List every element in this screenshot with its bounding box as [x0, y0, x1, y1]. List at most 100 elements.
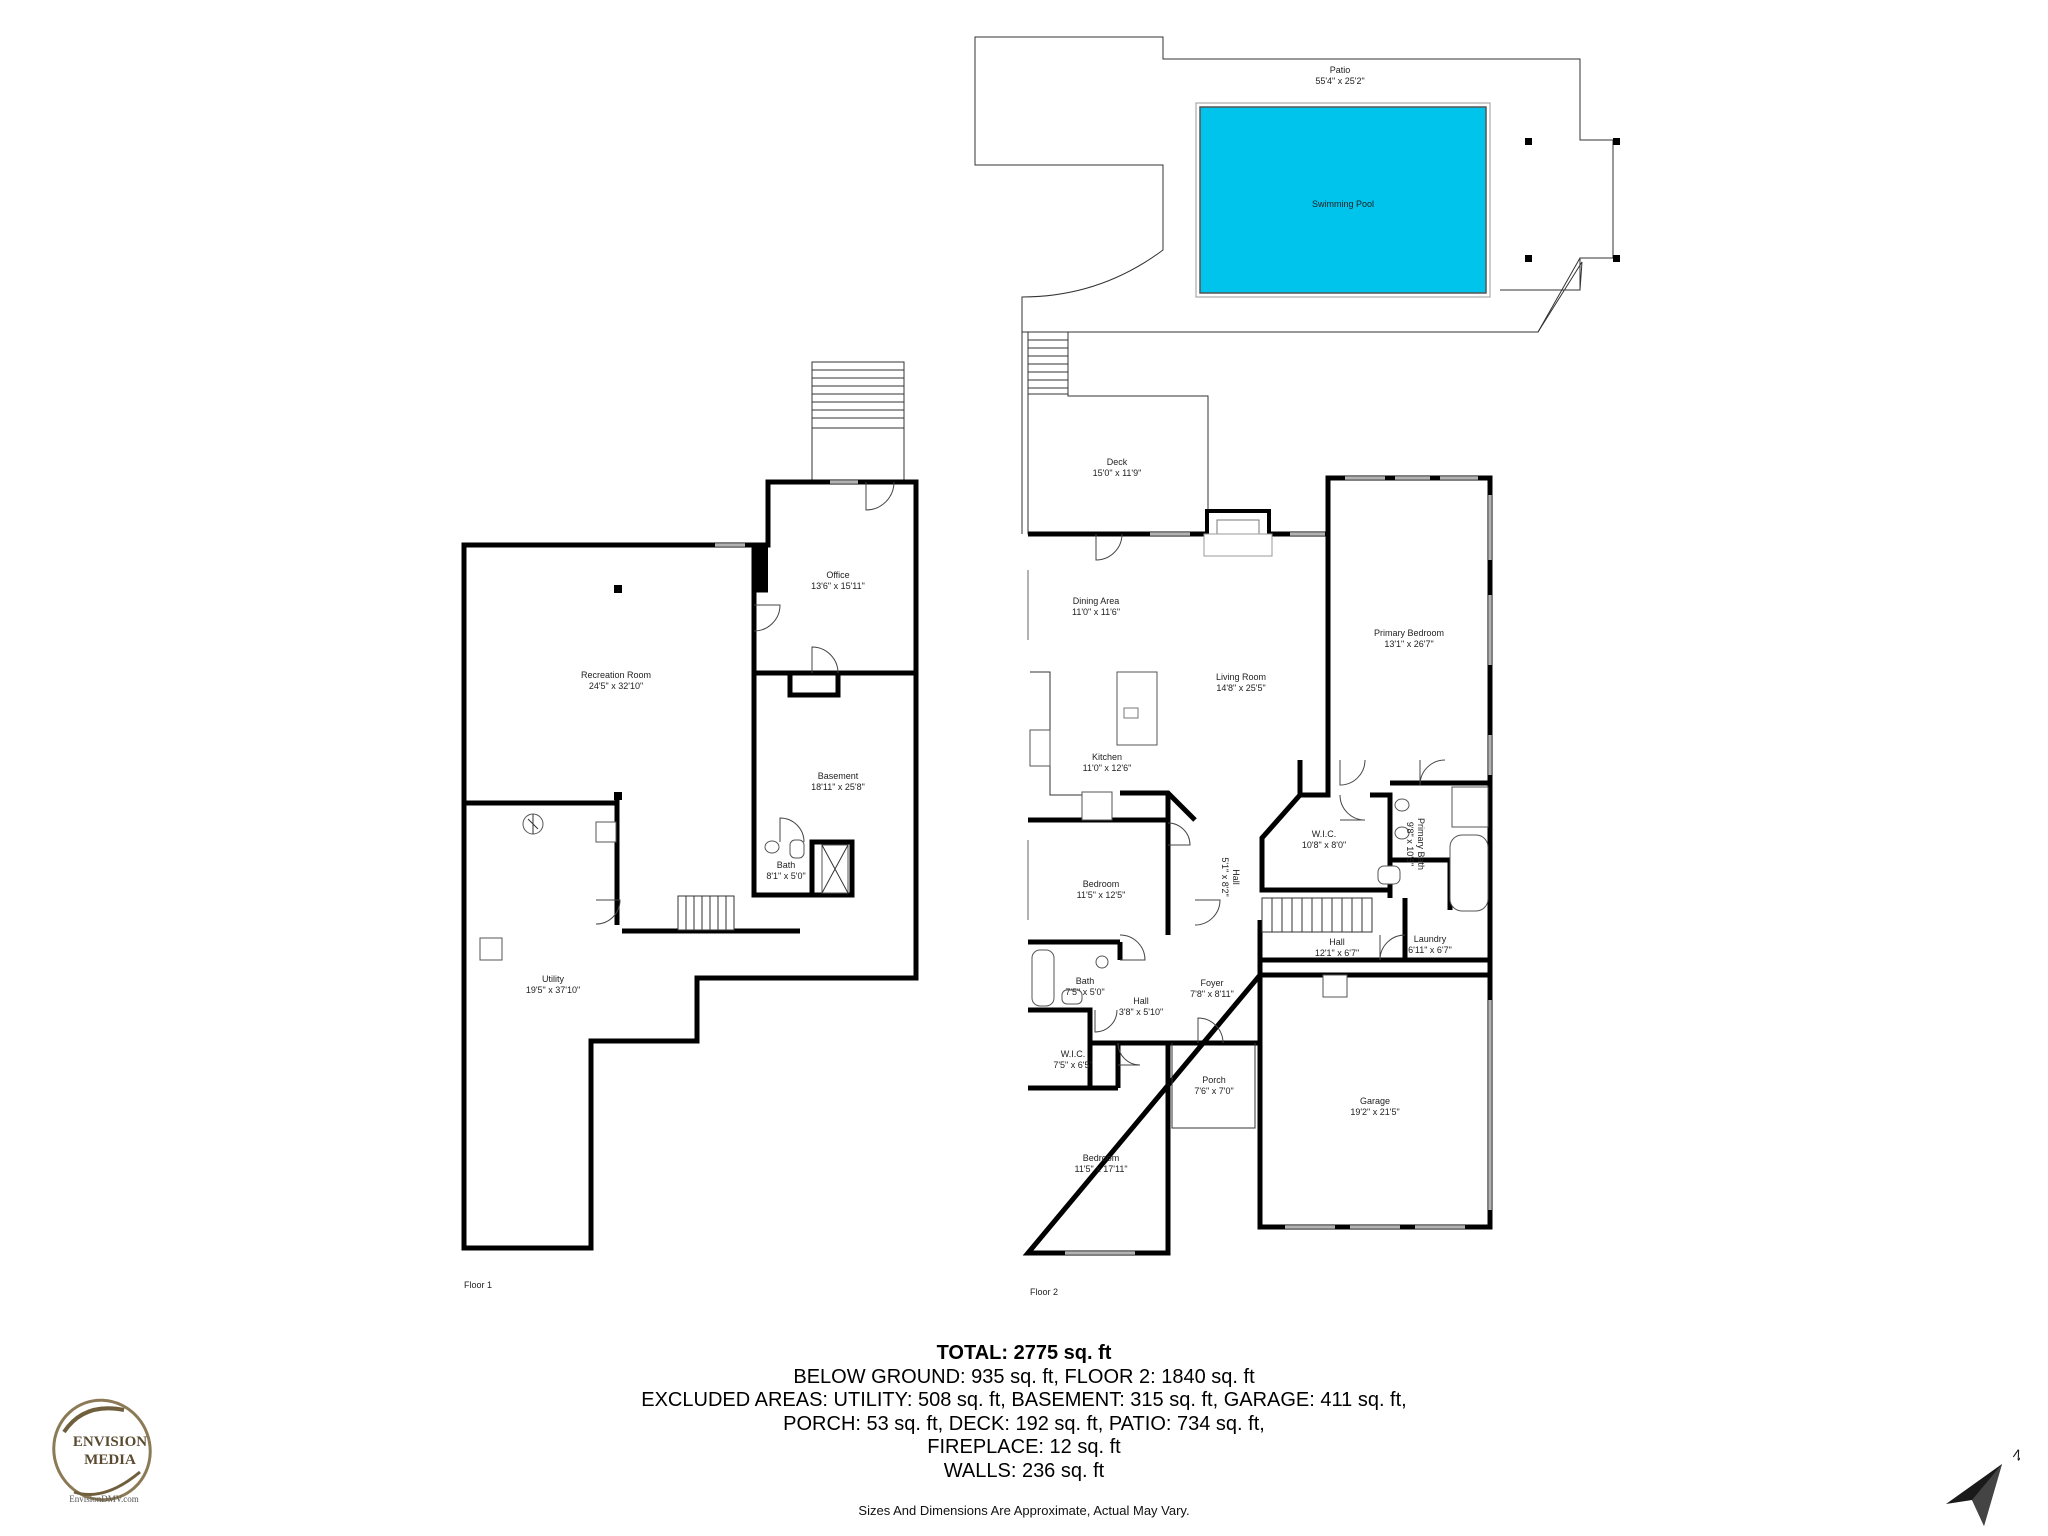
patio-post — [1525, 138, 1532, 145]
deck-dims: 15'0" x 11'9" — [1093, 468, 1142, 478]
doors — [1094, 533, 1446, 1066]
primary-bath-fixtures — [1377, 786, 1489, 912]
swimming-pool — [1199, 106, 1487, 294]
pool-name: Swimming Pool — [1312, 199, 1374, 209]
floor-1-post — [614, 585, 622, 593]
foyer-name: Foyer — [1200, 978, 1223, 988]
recreation-name: Recreation Room — [581, 670, 651, 680]
pool-coping — [1195, 102, 1491, 298]
utility-name: Utility — [542, 974, 564, 984]
fireplace — [1205, 509, 1271, 538]
basement-dims: 18'11" x 25'8" — [811, 782, 865, 792]
bath-floor2-name: Bath — [1076, 976, 1095, 986]
living-name: Living Room — [1216, 672, 1266, 682]
compass-label: N — [2010, 1446, 2020, 1464]
hall-small-dims: 3'8" x 5'10" — [1119, 1007, 1163, 1017]
envision-media-logo: ENVISION MEDIA — [52, 1398, 152, 1502]
floor-1-exterior-wall — [461, 479, 919, 1251]
bedroom-2-dims: 11'5" x 17'11" — [1074, 1164, 1127, 1174]
hall-vertical-name: Hall — [1231, 869, 1241, 885]
recreation-dims: 24'5" x 32'10" — [589, 681, 643, 691]
dining-dims: 11'0" x 11'6" — [1072, 607, 1120, 617]
patio-dims: 55'4" x 25'2" — [1315, 76, 1364, 86]
patio-edge — [1537, 257, 1581, 333]
laundry-dims: 6'11" x 6'7" — [1408, 945, 1452, 955]
shower-drain — [821, 844, 849, 894]
floor-1-label: Floor 1 — [464, 1280, 492, 1290]
bath-floor2-dims: 7'5" x 5'0" — [1065, 987, 1104, 997]
disclaimer: Sizes And Dimensions Are Approximate, Ac… — [858, 1503, 1190, 1518]
summary-line-5: WALLS: 236 sq. ft — [943, 1459, 1105, 1482]
patio-post — [1613, 138, 1620, 145]
primary-bath-name: Primary Bath — [1416, 818, 1426, 870]
dining-name: Dining Area — [1073, 596, 1120, 606]
wic-2-dims: 7'5" x 6'5" — [1053, 1060, 1092, 1070]
garage-step — [1322, 974, 1348, 998]
bedroom-1-dims: 11'5" x 12'5" — [1077, 890, 1126, 900]
kitchen-fixtures — [1029, 671, 1158, 821]
garage-name: Garage — [1360, 1096, 1390, 1106]
bedroom-1-name: Bedroom — [1083, 879, 1120, 889]
porch-dims: 7'6" x 7'0" — [1194, 1086, 1233, 1096]
garage-dims: 19'2" x 21'5" — [1350, 1107, 1399, 1117]
total-area: TOTAL: 2775 sq. ft — [936, 1342, 1112, 1364]
kitchen-dims: 11'0" x 12'6" — [1083, 763, 1132, 773]
bathtub — [1031, 949, 1055, 1007]
floor-2-label: Floor 2 — [1030, 1287, 1058, 1297]
bath-floor1-dims: 8'1" x 5'0" — [766, 871, 805, 881]
floor-1-post — [614, 792, 622, 800]
laundry-name: Laundry — [1414, 934, 1447, 944]
summary-line-2: EXCLUDED AREAS: UTILITY: 508 sq. ft, BAS… — [641, 1389, 1407, 1411]
svg-text:W.I.C.10'8" x 8'0": W.I.C.10'8" x 8'0" — [1302, 829, 1346, 850]
hall-laundry-dims: 12'1" x 6'7" — [1315, 948, 1359, 958]
porch-outline — [1171, 1043, 1256, 1129]
hall-laundry-name: Hall — [1329, 937, 1345, 947]
office-name: Office — [826, 570, 849, 580]
wic-primary-dims: 10'8" x 8'0" — [1302, 840, 1346, 850]
utility-dims: 19'5" x 37'10" — [526, 985, 580, 995]
primary-bedroom-dims: 13'1" x 26'7" — [1384, 639, 1433, 649]
hall-vertical-dims: 5'1" x 8'2" — [1220, 857, 1230, 896]
bedroom-2-name: Bedroom — [1083, 1153, 1120, 1163]
logo-url: EnvisionDMV.com — [69, 1494, 139, 1504]
deck-name: Deck — [1107, 457, 1128, 467]
floor-1-doors — [595, 481, 895, 925]
patio-post — [1613, 255, 1620, 262]
basement-stairs — [677, 895, 735, 931]
kitchen-name: Kitchen — [1092, 752, 1122, 762]
area-summary: TOTAL: 2775 sq. ft BELOW GROUND: 935 sq.… — [0, 1342, 2048, 1483]
windows-floor-2 — [1026, 476, 1492, 1255]
toilet — [1061, 989, 1083, 1005]
wic-primary-name: W.I.C. — [1312, 829, 1337, 839]
toilet — [789, 839, 805, 859]
summary-line-4: FIREPLACE: 12 sq. ft — [927, 1436, 1121, 1458]
logo-line-2: MEDIA — [84, 1452, 136, 1468]
summary-line-1: BELOW GROUND: 935 sq. ft, FLOOR 2: 1840 … — [793, 1365, 1255, 1388]
primary-bedroom-name: Primary Bedroom — [1374, 628, 1444, 638]
wic-2-name: W.I.C. — [1061, 1049, 1086, 1059]
hall-stairs — [1261, 897, 1373, 933]
windows-floor-1 — [715, 480, 858, 547]
